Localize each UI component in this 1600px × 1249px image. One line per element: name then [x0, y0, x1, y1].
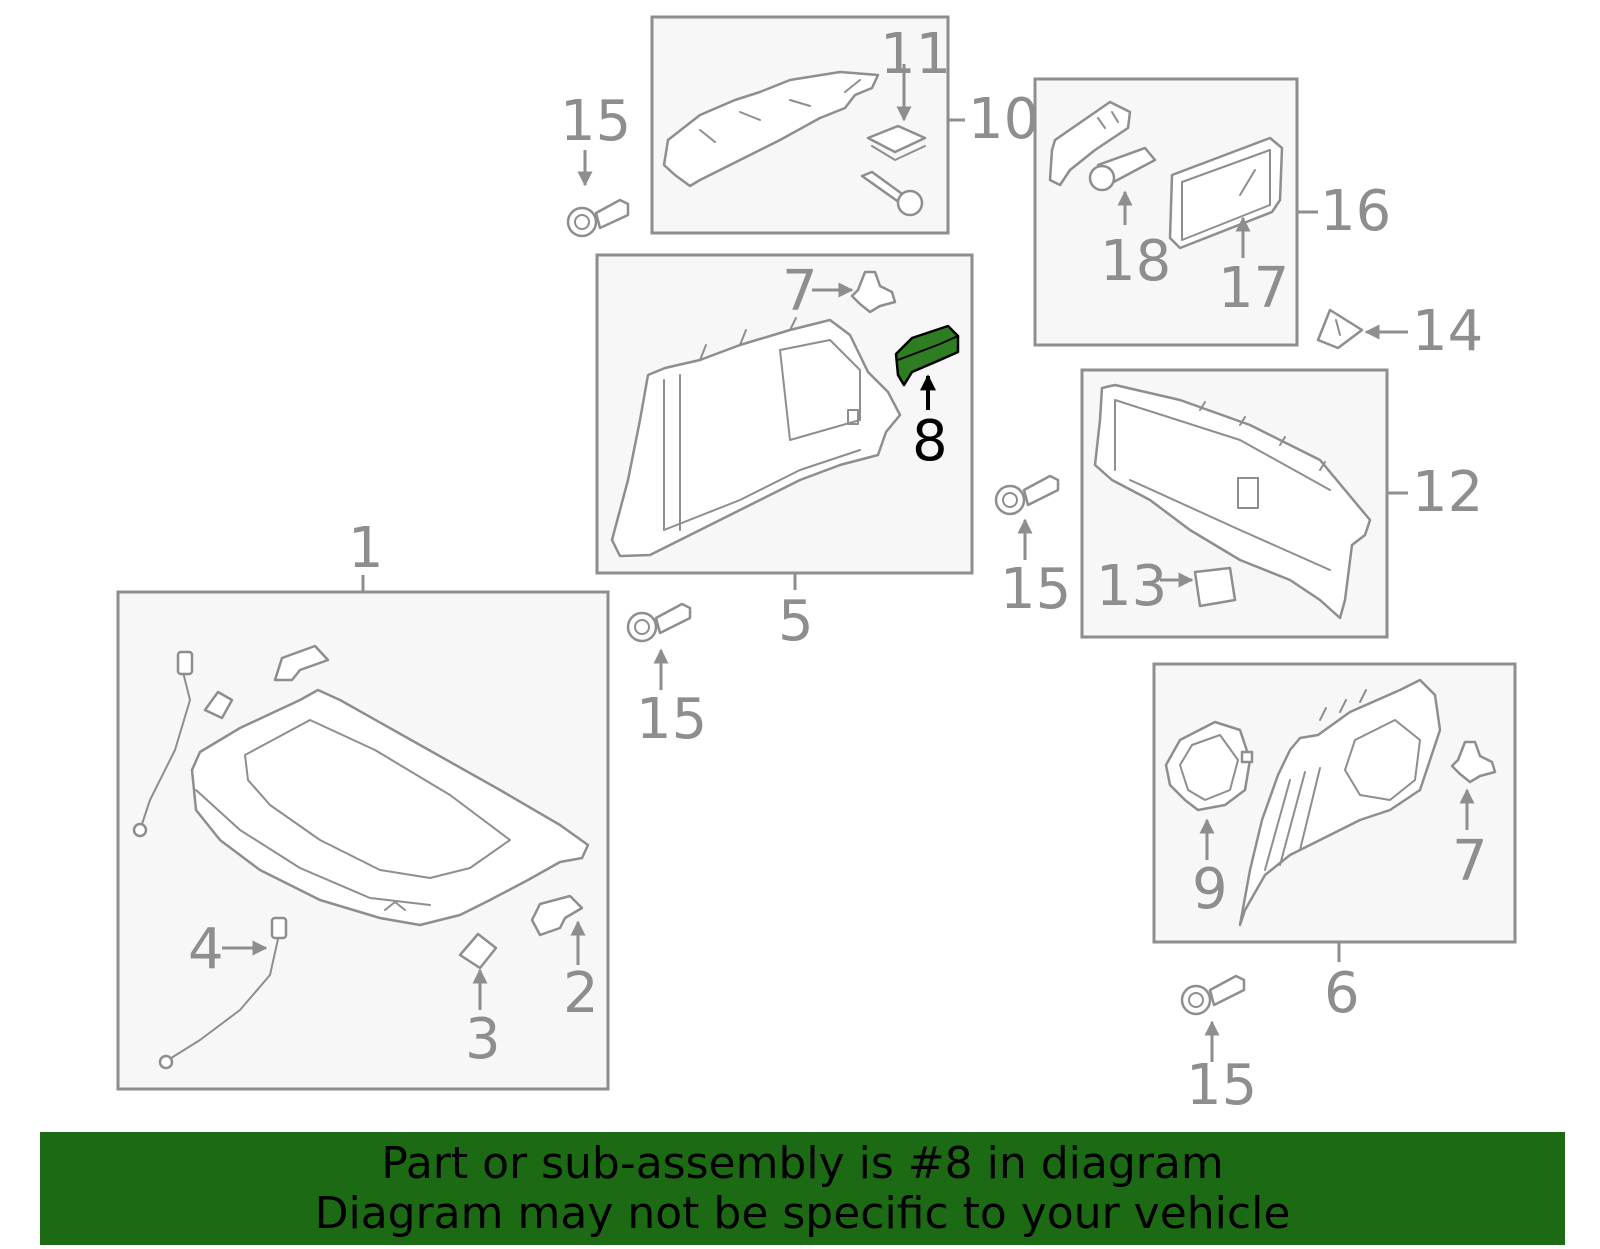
- part-10-trim: [662, 70, 880, 188]
- callout-7-bottom: 7: [1452, 829, 1488, 894]
- group-box-12: 13 12: [1080, 368, 1483, 639]
- part-9-cover: [1164, 720, 1254, 812]
- part-1-clip-small: [203, 690, 234, 720]
- group-box-1: 1 2 3: [116, 516, 610, 1091]
- callout-3: 3: [465, 1007, 501, 1072]
- callout-2: 2: [563, 961, 599, 1026]
- part-5-quarter-trim: [610, 317, 902, 558]
- part-18-bulb: [1088, 146, 1157, 192]
- group-box-10: 11 10: [650, 15, 1039, 235]
- callout-17: 17: [1218, 256, 1289, 321]
- part-16-bracket: [1048, 100, 1132, 187]
- callout-16: 16: [1320, 179, 1391, 244]
- part-3-pad: 3: [458, 932, 501, 1072]
- callout-11: 11: [880, 22, 951, 87]
- callout-15-bottom: 15: [1186, 1053, 1257, 1118]
- part-15-clip-top: 15: [560, 89, 631, 238]
- banner-line-1: Part or sub-assembly is #8 in diagram: [381, 1137, 1224, 1189]
- part-12-rear-trim: [1093, 383, 1372, 620]
- callout-18: 18: [1100, 229, 1171, 294]
- part-15-clip-bottom: 15: [1180, 974, 1257, 1118]
- part-10-pin: [860, 170, 924, 217]
- part-11-pad: [866, 124, 927, 161]
- part-8-highlighted[interactable]: 8: [894, 324, 960, 474]
- callout-1: 1: [348, 516, 384, 581]
- callout-10: 10: [968, 87, 1039, 152]
- banner-line-2: Diagram may not be specific to your vehi…: [314, 1187, 1291, 1239]
- part-7-clip-bottom: 7: [1450, 740, 1497, 894]
- part-1-tonneau-cover: [190, 688, 590, 927]
- info-banner: Part or sub-assembly is #8 in diagram Di…: [40, 1132, 1565, 1245]
- part-13-pad: 13: [1096, 554, 1237, 619]
- callout-4: 4: [188, 917, 224, 982]
- callout-12: 12: [1412, 460, 1483, 525]
- callout-6: 6: [1324, 961, 1360, 1026]
- callout-14: 14: [1412, 299, 1483, 364]
- part-7-clip-top: 7: [782, 259, 897, 324]
- part-1-strap-left: [132, 650, 194, 838]
- callout-7-top: 7: [782, 259, 818, 324]
- part-6-quarter-trim: [1238, 678, 1442, 927]
- part-4-strap: 4: [158, 916, 288, 1070]
- part-2-bracket: 2: [530, 894, 599, 1026]
- callout-9: 9: [1192, 857, 1228, 922]
- group-box-5: 7 8 5: [595, 253, 974, 654]
- part-2-bracket-top: [273, 644, 330, 682]
- callout-5: 5: [778, 589, 814, 654]
- part-15-clip-mid: 15: [994, 474, 1071, 622]
- group-box-6: 9 7 6: [1152, 662, 1517, 1026]
- callout-13: 13: [1096, 554, 1167, 619]
- part-15-clip-mid-left: 15: [626, 602, 707, 752]
- callout-15-top: 15: [560, 89, 631, 154]
- part-17-lamp: [1168, 136, 1284, 250]
- group-box-16: 18 17 16: [1033, 77, 1391, 347]
- part-14-clip: 14: [1316, 299, 1483, 364]
- callout-15-mid-left: 15: [636, 687, 707, 752]
- callout-15-mid: 15: [1000, 557, 1071, 622]
- callout-8: 8: [912, 409, 948, 474]
